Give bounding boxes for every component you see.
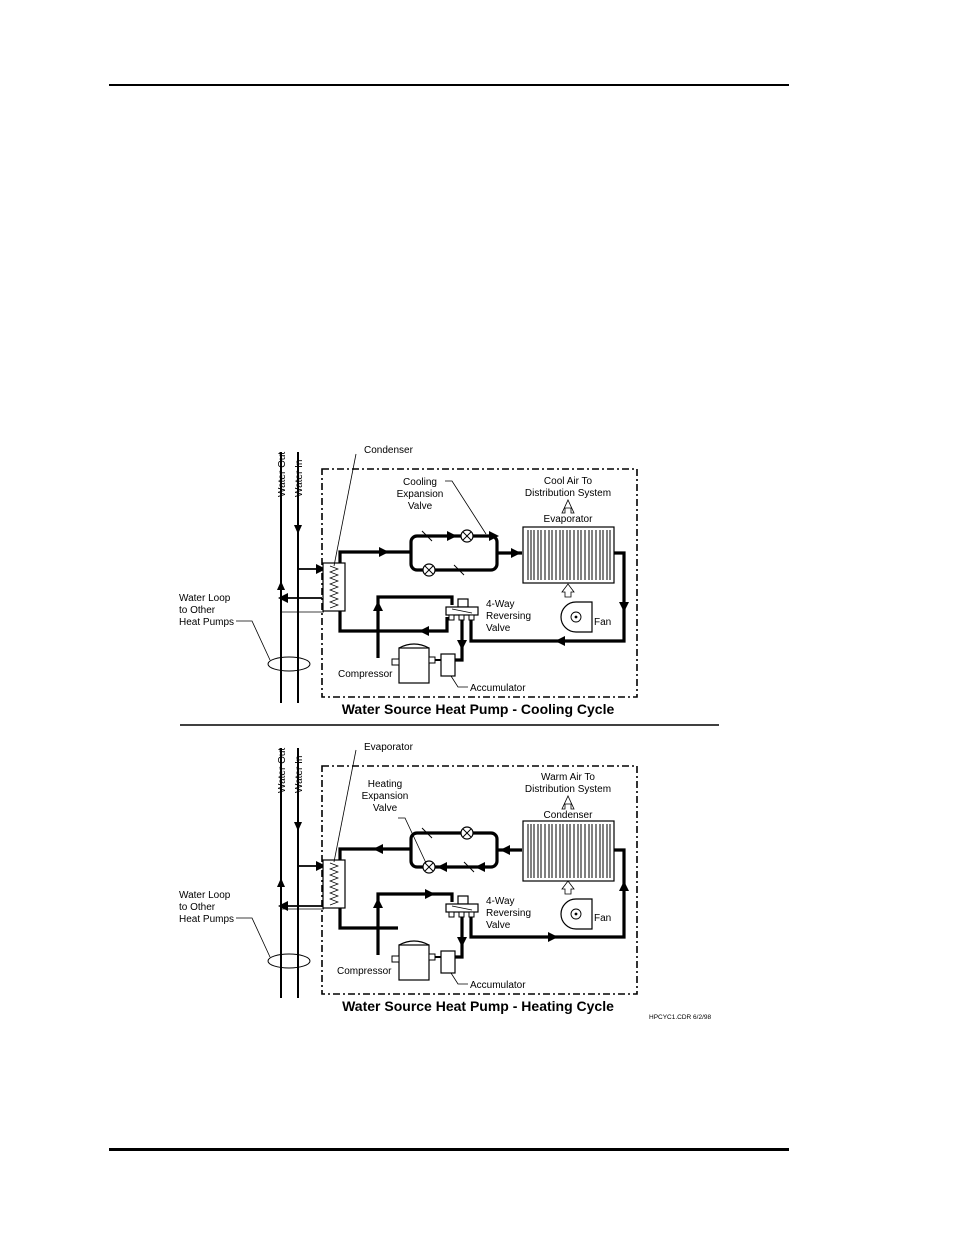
reversing-valve-label-1: 4-Way [486,896,515,907]
check-valve-top [421,530,433,542]
air-coil-label: Evaporator [544,514,594,525]
water-loop-ellipse [267,656,311,672]
air-coil-label: Condenser [544,810,594,821]
water-loop-label-2: to Other [179,902,216,913]
accumulator-leader [450,972,468,985]
air-label-1: Cool Air To [544,476,593,487]
water-in-down-arrow [294,525,302,534]
check-valve-top [421,827,433,839]
refrigerant-line-top-left [338,550,411,563]
expansion-valve-label-1: Cooling [403,477,437,488]
refrigerant-line-top-left [338,847,411,860]
coil-label-leader [333,453,357,567]
reversing-valve-label-2: Reversing [486,908,531,919]
check-valve-bottom [463,861,475,873]
refrigerant-line-bottom-left [338,908,398,930]
air-coil-fins [527,530,611,580]
reversing-valve [445,895,479,918]
water-in-label: Water In [294,756,305,793]
reversing-valve-label-1: 4-Way [486,599,515,610]
expansion-valve-label-2: Expansion [397,489,444,500]
air-label-2: Distribution System [525,488,611,499]
expansion-valve-leader [445,480,487,535]
water-loop-leader [236,917,271,958]
expansion-bypass-loop [409,534,499,572]
accumulator-label: Accumulator [470,980,526,991]
heating-cycle-title: Water Source Heat Pump - Heating Cycle [342,998,614,1014]
accumulator-leader [450,675,468,688]
water-loop-ellipse [267,953,311,969]
heating-cycle-panel: Water Out Water In Water Loop to Other H… [179,742,638,1014]
expansion-valve-leader [398,817,427,864]
file-reference: HPCYC1.CDR 6/2/98 [649,1014,712,1021]
water-loop-label-1: Water Loop [179,890,231,901]
fan-air-arrow [561,880,575,895]
water-loop-leader [236,620,271,661]
refrigerant-line-bottom-left [338,611,398,633]
cooling-unit-boundary [321,468,638,698]
water-loop-label-1: Water Loop [179,593,231,604]
fan-label: Fan [594,913,611,924]
compressor-label: Compressor [338,669,393,680]
compressor-icon [391,643,441,684]
fan-icon [560,601,593,633]
reversing-valve [445,598,479,621]
air-label-1: Warm Air To [541,772,595,783]
water-coil-windings [329,862,339,906]
heating-unit-boundary [321,765,638,995]
refrigerant-return-line [469,551,626,643]
compressor-discharge-line [376,595,454,658]
fan-air-arrow [561,583,575,598]
compressor-label: Compressor [337,966,392,977]
suction-line [455,914,464,959]
accumulator-label: Accumulator [470,683,526,694]
reversing-valve-label-3: Valve [486,920,511,931]
water-out-label: Water Out [277,748,288,793]
water-coil-windings [329,565,339,609]
air-label-2: Distribution System [525,784,611,795]
top-rule [109,84,789,86]
water-loop-label-2: to Other [179,605,216,616]
suction-line [455,617,464,662]
fan-icon [560,898,593,930]
reversing-valve-label-2: Reversing [486,611,531,622]
expansion-valve-label-2: Expansion [362,791,409,802]
air-flow-out-arrow [561,499,575,514]
coil-label-leader [333,749,357,863]
refrigerant-line-to-valve [398,617,449,633]
expansion-valve-label-1: Heating [368,779,402,790]
accumulator-icon [440,950,456,974]
water-in-down-arrow [294,822,302,831]
accumulator-icon [440,653,456,677]
air-coil-fins [527,824,611,878]
air-flow-out-arrow [561,795,575,810]
bottom-rule [109,1148,789,1151]
check-valve-bottom [453,564,465,576]
water-loop-label-3: Heat Pumps [179,914,234,925]
cooling-cycle-panel: Water Out Water In Water Loop to Other H… [179,445,638,717]
expansion-valve-label-3: Valve [373,803,398,814]
compressor-icon [391,940,441,981]
water-out-up-arrow [277,581,285,590]
coil-label: Evaporator [364,742,414,753]
refrigerant-supply-line [469,848,626,939]
cooling-cycle-title: Water Source Heat Pump - Cooling Cycle [342,701,615,717]
coil-label: Condenser [364,445,414,456]
fan-label: Fan [594,617,611,628]
water-out-up-arrow [277,878,285,887]
expansion-bypass-loop [409,831,499,869]
water-coil [322,562,346,612]
water-in-label: Water In [294,460,305,497]
expansion-valve-label-3: Valve [408,501,433,512]
water-out-label: Water Out [277,452,288,497]
water-loop-label-3: Heat Pumps [179,617,234,628]
reversing-valve-label-3: Valve [486,623,511,634]
